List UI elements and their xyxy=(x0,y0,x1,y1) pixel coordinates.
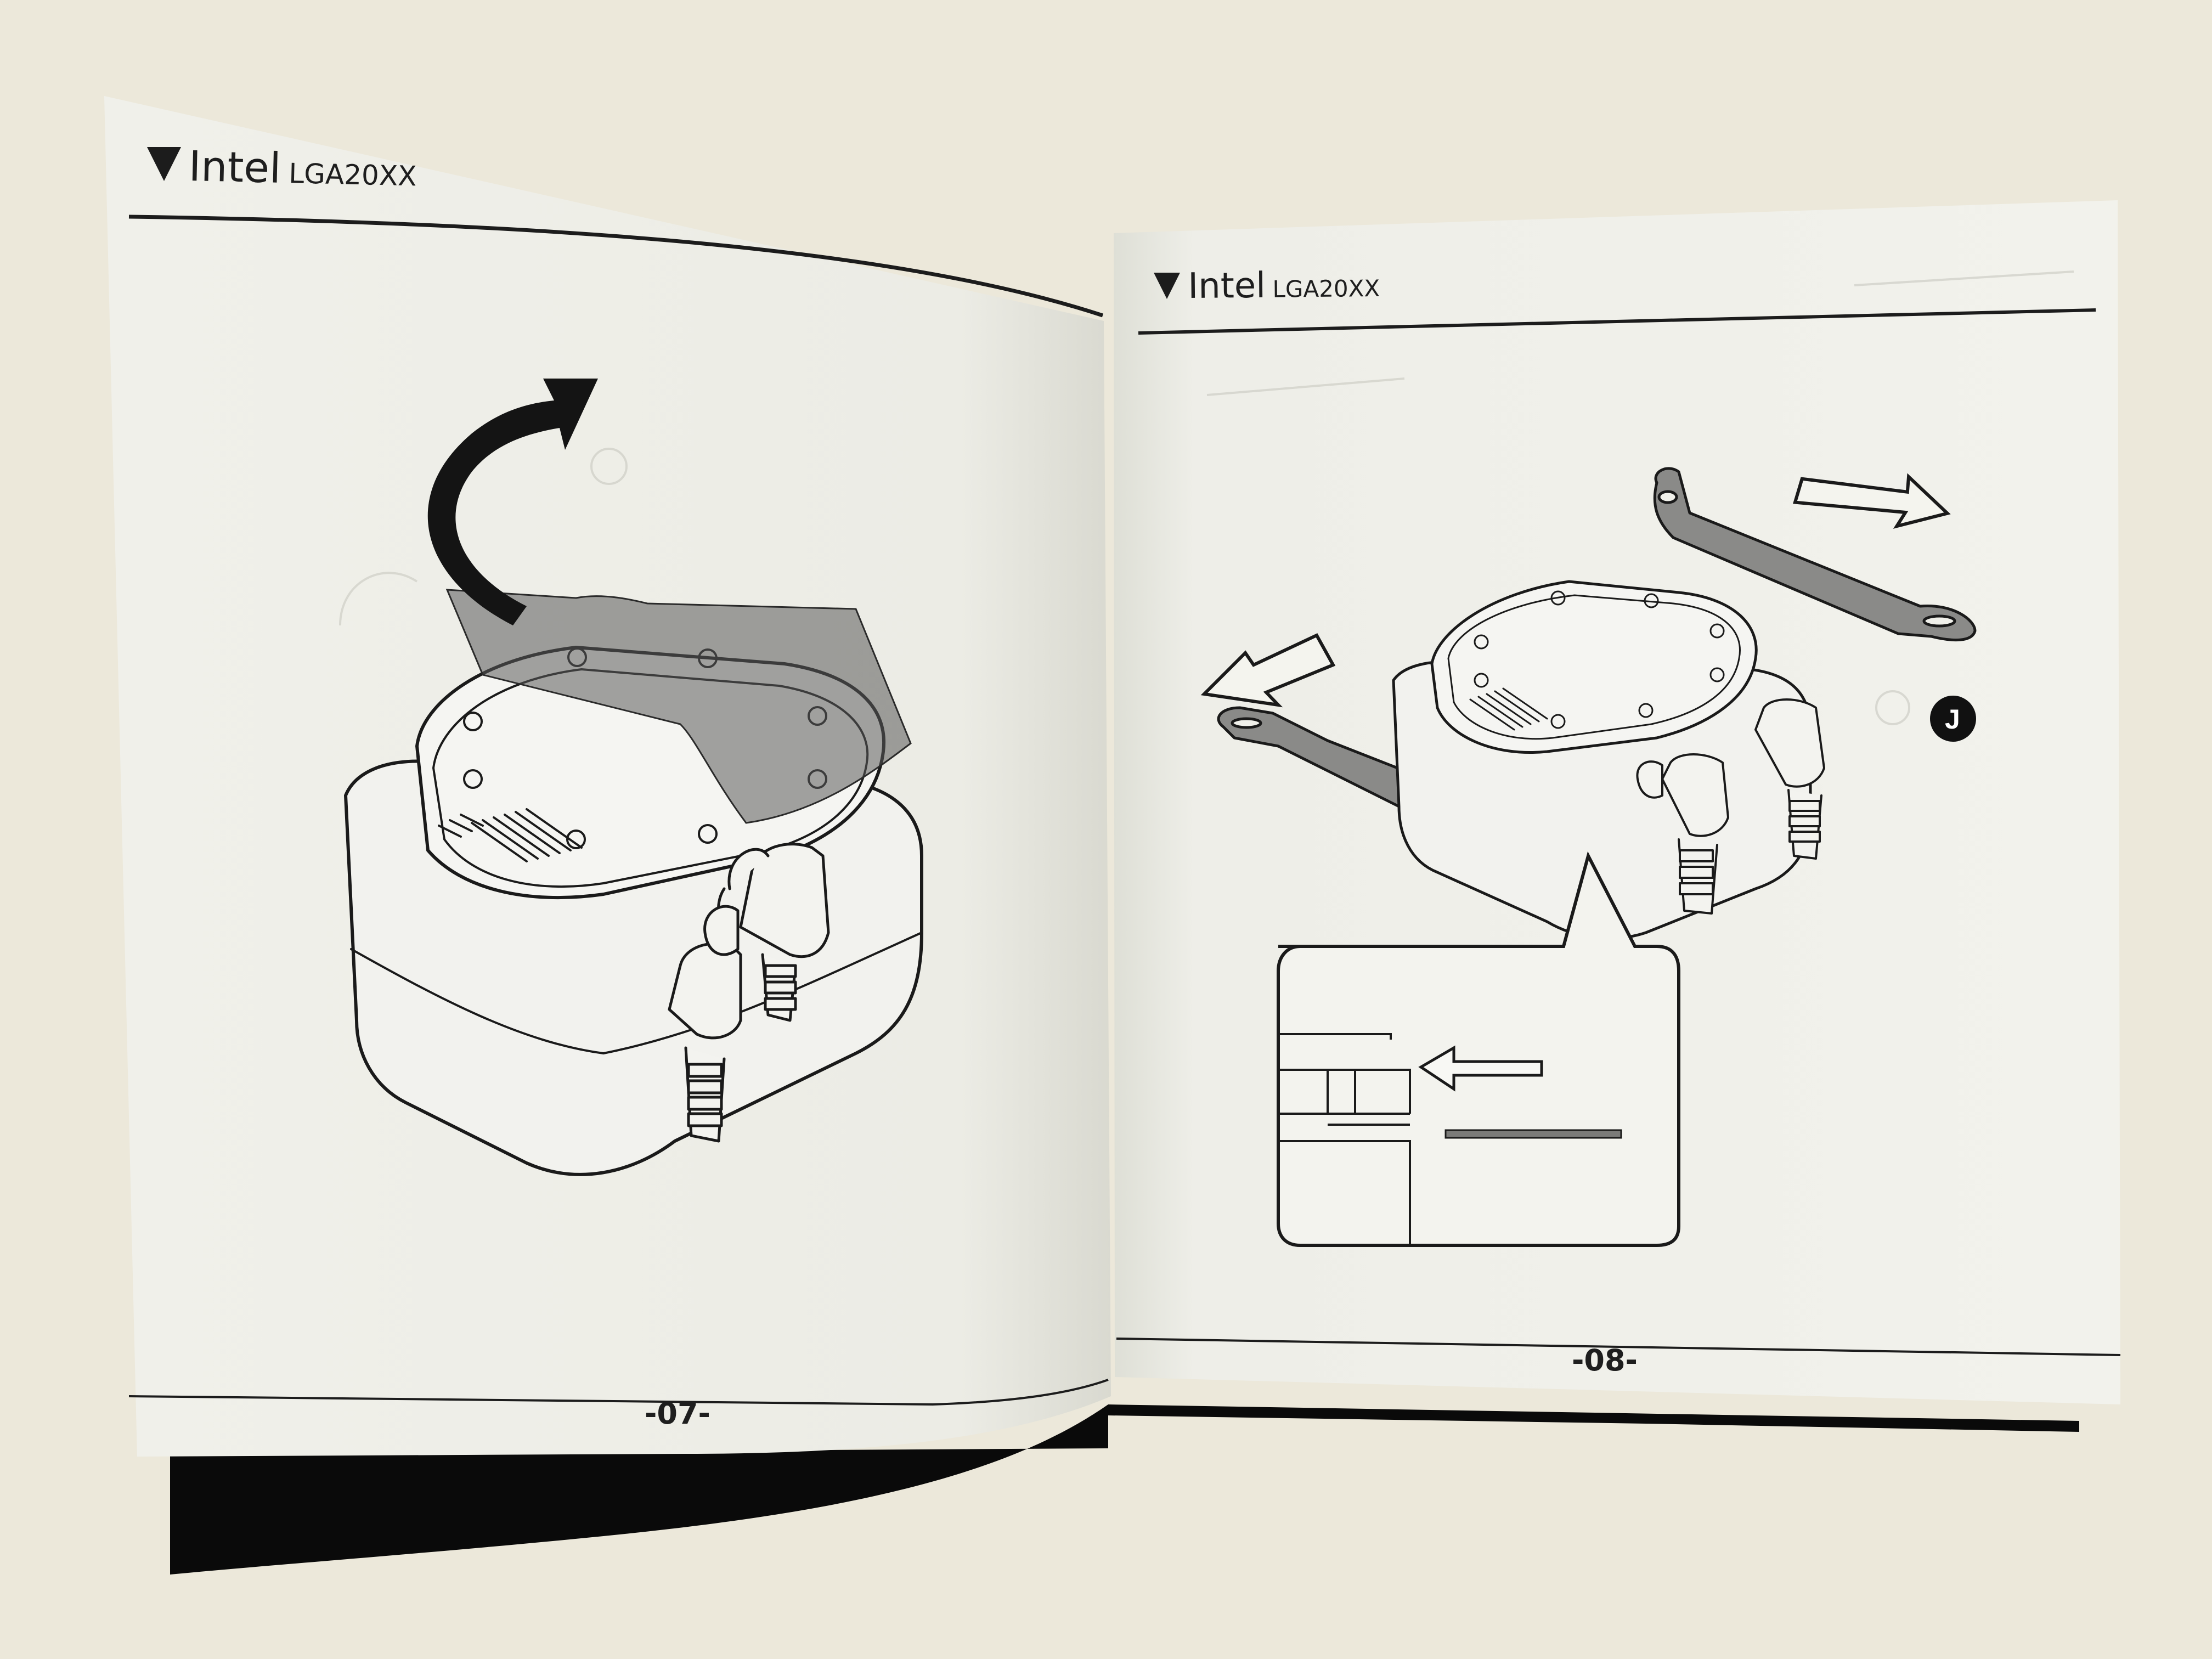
left-footer-rule xyxy=(128,1379,1109,1406)
booklet-shadow xyxy=(170,1404,2079,1575)
right-header-rule xyxy=(1138,308,2096,335)
detail-callout-icon xyxy=(1277,851,1680,1247)
bleed-through xyxy=(339,270,2074,725)
left-header: Intel LGA20XX xyxy=(188,142,417,195)
right-header-brand: Intel xyxy=(1188,265,1266,307)
curved-arrow-icon xyxy=(427,379,598,625)
protective-film xyxy=(445,589,912,824)
right-header-model: LGA20XX xyxy=(1272,274,1380,303)
right-header-triangle-icon xyxy=(1154,273,1180,299)
left-header-rule xyxy=(128,215,1104,318)
pump-block-icon xyxy=(1392,580,1825,940)
right-header: Intel LGA20XX xyxy=(1188,264,1380,307)
left-header-triangle-icon xyxy=(147,147,181,181)
right-page-number: -08- xyxy=(1572,1343,1638,1378)
left-header-brand: Intel xyxy=(188,142,282,193)
left-page-number: -07- xyxy=(645,1396,710,1431)
right-footer-rule xyxy=(1116,1338,2121,1356)
direction-arrow-icon xyxy=(1200,473,1951,708)
step-badge-label: J xyxy=(1945,704,1960,735)
left-header-model: LGA20XX xyxy=(288,157,417,193)
step-badge xyxy=(1930,696,1976,742)
